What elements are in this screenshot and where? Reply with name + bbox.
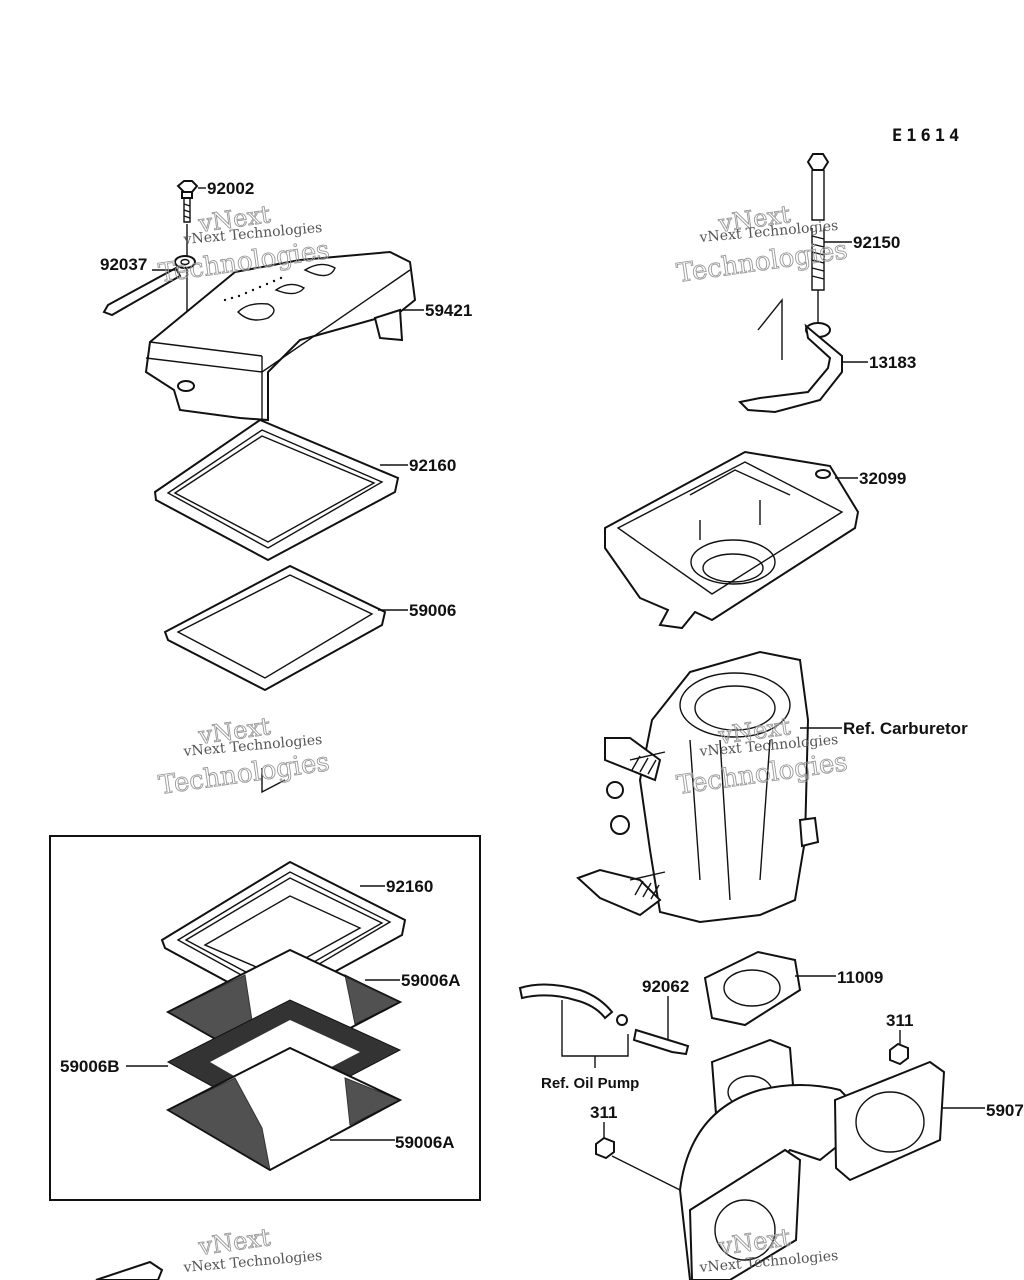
- label-92160-box: 92160: [386, 877, 433, 896]
- label-59421: 59421: [425, 301, 472, 320]
- manifold-5907: [678, 1038, 985, 1280]
- label-92002: 92002: [207, 179, 254, 198]
- label-13183: 13183: [869, 353, 916, 372]
- filter-59006: [163, 564, 408, 692]
- bolt-92002: [176, 180, 206, 223]
- label-59006: 59006: [409, 601, 456, 620]
- detail-box: [49, 835, 481, 1201]
- watermark-5: vNext vNext Technologies: [182, 1223, 323, 1276]
- label-92037: 92037: [100, 255, 147, 274]
- carburetor: [576, 650, 842, 924]
- label-311-right: 311: [886, 1011, 913, 1030]
- label-ref-carburetor: Ref. Carburetor: [843, 719, 968, 738]
- strap-92037: [102, 255, 196, 317]
- gasket-11009: [703, 950, 836, 1027]
- gasket-92160-top: [153, 418, 408, 562]
- fitting-92062: [632, 996, 690, 1056]
- diagram-code: E1614: [892, 126, 963, 146]
- watermark-3: vNext Technologies vNext Technologies: [156, 712, 331, 802]
- label-32099: 32099: [859, 469, 906, 488]
- label-5907: 5907: [986, 1101, 1024, 1120]
- nut-311-right: [889, 1030, 909, 1066]
- label-ref-oil-pump: Ref. Oil Pump: [541, 1075, 639, 1092]
- arrow-down-left: [261, 768, 286, 794]
- label-92160-top: 92160: [409, 456, 456, 475]
- label-92062: 92062: [642, 977, 689, 996]
- bracket-13183: [737, 322, 868, 414]
- cover-59421: [144, 250, 424, 422]
- bolt-92150: [806, 153, 852, 322]
- housing-32099: [604, 450, 860, 630]
- partial-part-bottom: [95, 1260, 164, 1280]
- label-92150: 92150: [853, 233, 900, 252]
- label-59006A-top: 59006A: [401, 971, 461, 990]
- mesh-59006A-bottom: [165, 1046, 403, 1172]
- nut-311-left: [595, 1122, 681, 1191]
- label-59006B: 59006B: [60, 1057, 120, 1076]
- label-11009: 11009: [837, 968, 883, 987]
- label-59006A-bottom: 59006A: [395, 1133, 455, 1152]
- watermark-2: vNext Technologies vNext Technologies: [674, 200, 849, 290]
- arrow-up-right: [757, 298, 783, 360]
- label-311-left: 311: [590, 1103, 617, 1122]
- oil-pump-hose: [518, 983, 629, 1068]
- gasket-92160-box: [160, 860, 407, 1008]
